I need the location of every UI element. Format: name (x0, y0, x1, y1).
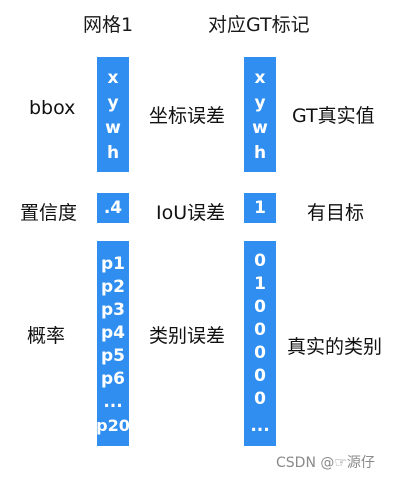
gt-prob-3: 0 (254, 320, 266, 340)
iou-error-label: IoU误差 (156, 202, 226, 224)
grid-bbox-w: w (105, 118, 121, 138)
grid-prob-p4: p4 (101, 323, 125, 343)
has-object-label: 有目标 (307, 202, 365, 224)
gt-true-value-label: GT真实值 (292, 105, 375, 127)
probability-label: 概率 (27, 325, 66, 347)
bbox-label: bbox (29, 97, 76, 119)
grid-column-header: 网格1 (83, 14, 134, 36)
gt-confidence-cell: 1 (244, 193, 276, 223)
gt-bbox-vector: x y w h (244, 57, 276, 172)
csdn-watermark: CSDN @☞源仔 (276, 455, 375, 471)
grid-prob-p6: p6 (101, 369, 125, 389)
coordinate-error-label: 坐标误差 (149, 105, 226, 127)
gt-prob-0: 0 (254, 251, 266, 271)
gt-bbox-h: h (253, 143, 267, 163)
gt-confidence-value: 1 (254, 198, 266, 218)
grid-bbox-h: h (106, 143, 120, 163)
gt-column-header: 对应GT标记 (208, 14, 310, 36)
grid-prob-p3: p3 (101, 300, 125, 320)
true-class-label: 真实的类别 (287, 336, 383, 358)
grid-prob-p5: p5 (101, 346, 125, 366)
gt-probability-vector: 0 1 0 0 0 0 0 ... (244, 241, 276, 446)
confidence-label: 置信度 (20, 202, 78, 224)
grid-prob-p1: p1 (101, 254, 125, 274)
gt-prob-2: 0 (254, 297, 266, 317)
class-error-label: 类别误差 (149, 325, 226, 347)
grid-probability-vector: p1 p2 p3 p4 p5 p6 ... p20 (96, 241, 130, 446)
gt-prob-6: 0 (254, 389, 266, 409)
grid-prob-p2: p2 (101, 277, 125, 297)
grid-bbox-y: y (107, 93, 119, 113)
grid-prob-p20: p20 (96, 416, 130, 435)
gt-prob-4: 0 (254, 343, 266, 363)
gt-prob-5: 0 (254, 366, 266, 386)
gt-bbox-x: x (254, 68, 266, 88)
gt-bbox-y: y (254, 93, 266, 113)
gt-prob-1: 1 (254, 274, 266, 294)
gt-prob-ellipsis: ... (250, 416, 270, 436)
grid-bbox-x: x (107, 68, 119, 88)
grid-confidence-cell: .4 (97, 193, 129, 223)
gt-bbox-w: w (252, 118, 268, 138)
grid-prob-ellipsis: ... (103, 392, 123, 412)
grid-confidence-value: .4 (103, 198, 123, 218)
grid-bbox-vector: x y w h (97, 57, 129, 172)
